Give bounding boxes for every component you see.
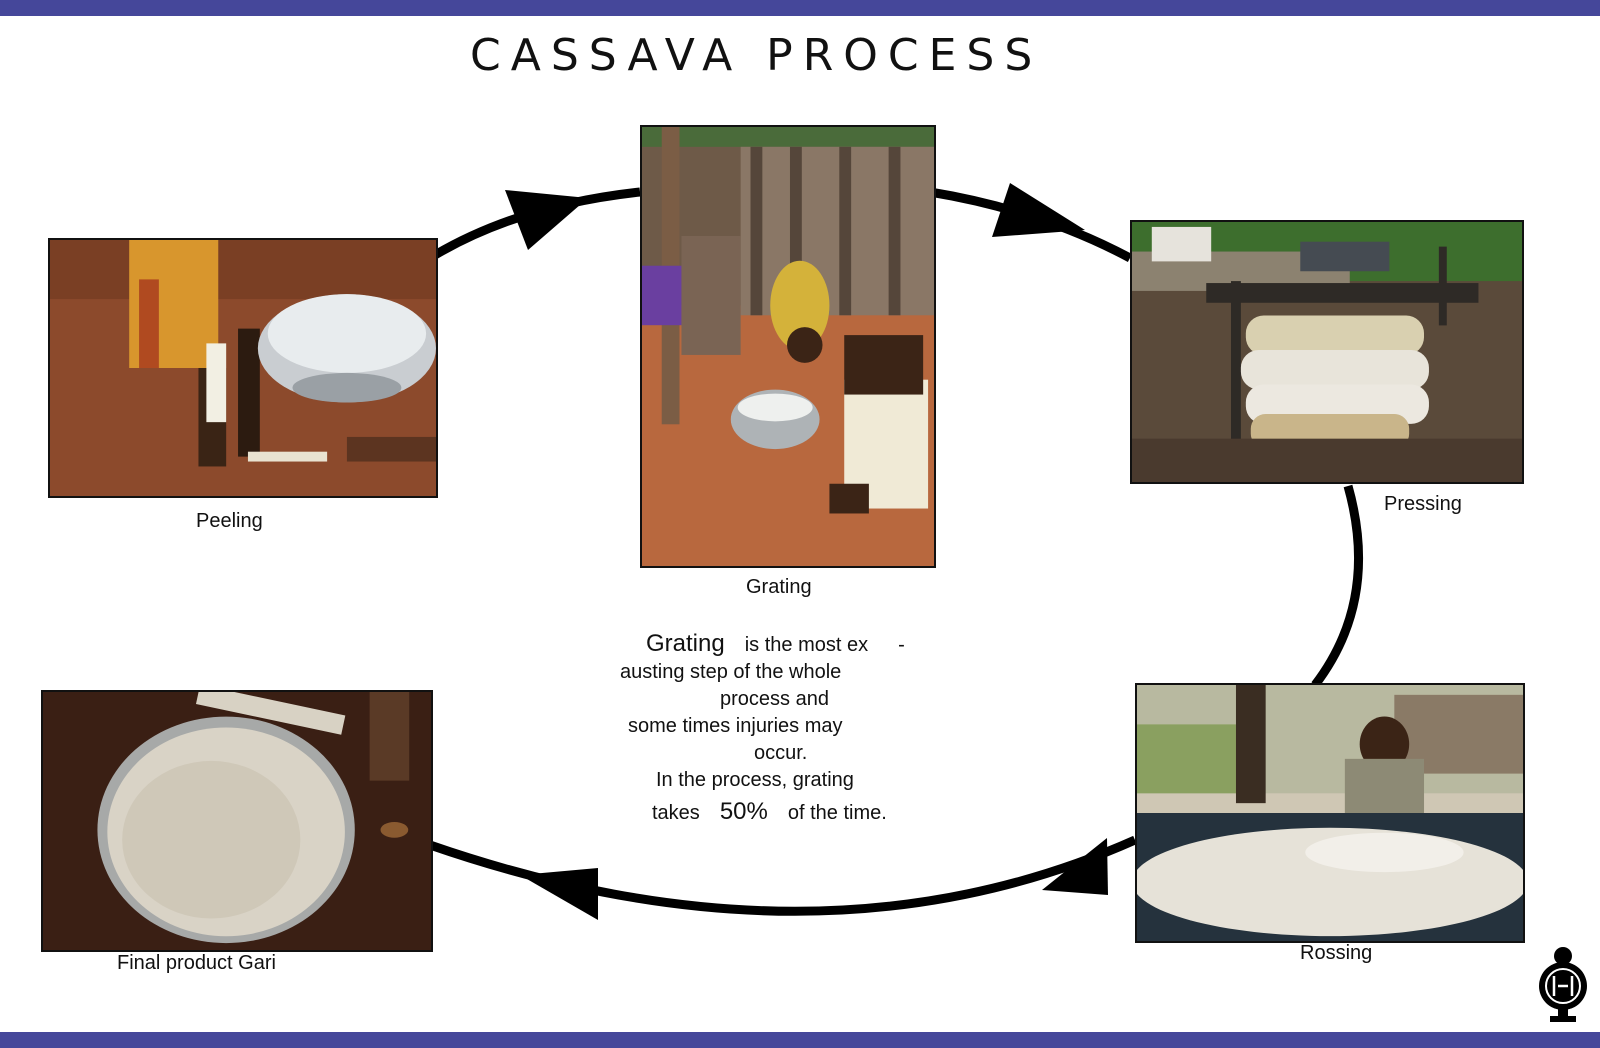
photo-rossing xyxy=(1135,683,1525,943)
note-line-4: some times injuries may xyxy=(628,715,843,737)
bottom-band xyxy=(0,1032,1600,1048)
caption-peeling: Peeling xyxy=(196,510,263,532)
caption-final-product: Final product Gari xyxy=(117,952,276,974)
note-keyword: Grating xyxy=(646,630,725,657)
note-hyphen: - xyxy=(898,634,905,656)
arrowhead-1 xyxy=(505,190,588,250)
top-band xyxy=(0,0,1600,16)
pressing-image xyxy=(1132,222,1522,482)
logo-icon xyxy=(1539,947,1587,1022)
grating-image xyxy=(642,127,934,566)
caption-grating: Grating xyxy=(746,576,812,598)
note-line-7: takes 50% of the time. xyxy=(620,798,960,827)
note-line-2: austing step of the whole xyxy=(620,661,842,683)
note-line-6: In the process, grating xyxy=(656,769,854,791)
photo-grating xyxy=(640,125,936,568)
note-line-1-rest: is the most ex xyxy=(744,634,869,656)
arrowhead-3 xyxy=(1042,838,1108,895)
final-product-image xyxy=(43,692,431,950)
caption-pressing: Pressing xyxy=(1384,493,1462,515)
photo-pressing xyxy=(1130,220,1524,484)
note-line-5: occur. xyxy=(754,742,808,764)
note-line-1: Grating is the most ex - xyxy=(620,630,960,659)
arrowhead-2 xyxy=(992,183,1085,237)
arc-pressing-to-rossing xyxy=(1311,484,1364,688)
peeling-image xyxy=(50,240,436,496)
arrowhead-4 xyxy=(520,868,598,920)
rossing-image xyxy=(1137,685,1523,941)
photo-peeling xyxy=(48,238,438,498)
grating-note: Grating is the most ex - austing step of t… xyxy=(620,630,960,827)
note-line-3: process and xyxy=(720,688,829,710)
note-time: of the time. xyxy=(787,802,887,824)
caption-rossing: Rossing xyxy=(1300,942,1373,964)
page-title: CASSAVA PROCESS xyxy=(470,30,1043,81)
note-percent: 50% xyxy=(719,798,768,825)
note-takes: takes xyxy=(652,802,700,824)
photo-final-product xyxy=(41,690,433,952)
